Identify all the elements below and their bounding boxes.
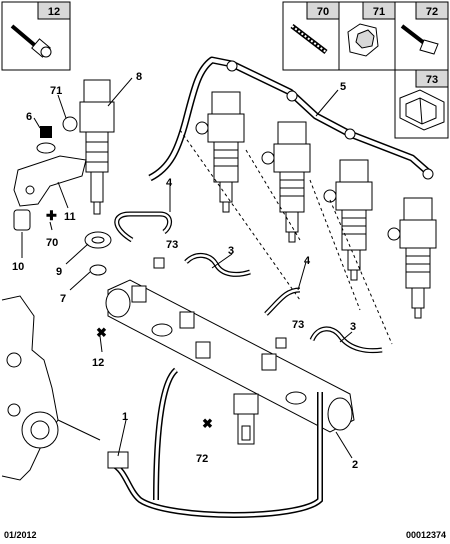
cross-symbol: ✖ (202, 416, 213, 431)
square-symbol (153, 257, 165, 269)
return-hose (148, 56, 434, 182)
callout-10: 10 (12, 261, 24, 273)
callout-72: 72 (196, 453, 208, 465)
injector-cylinder-1 (195, 91, 245, 213)
square-symbol (275, 337, 287, 349)
box-number-72: 72 (426, 6, 438, 18)
header-box-12: 12 (1, 1, 71, 71)
screw-icon (10, 24, 52, 58)
clamp-bracket (13, 155, 87, 207)
callout-3: 3 (228, 245, 234, 257)
callout-73: 73 (292, 319, 304, 331)
callout-8: 8 (136, 71, 142, 83)
washer-seal (89, 264, 107, 276)
injector-cylinder-4 (387, 197, 437, 319)
callout-7: 7 (60, 293, 66, 305)
spacer (13, 209, 31, 231)
footer-reference: 00012374 (405, 530, 446, 540)
header-box-73: 73 (394, 69, 449, 139)
injector-cylinder-3 (323, 159, 373, 281)
callout-2: 2 (352, 459, 358, 471)
box-number-71: 71 (373, 6, 385, 18)
callout-1: 1 (122, 411, 128, 423)
callout-9: 9 (56, 266, 62, 278)
high-pressure-pump (1, 295, 101, 481)
header-box-70: 70 (282, 1, 340, 71)
callout-4: 4 (166, 177, 173, 189)
callout-6: 6 (26, 111, 32, 123)
callout-3: 3 (350, 321, 356, 333)
bolt-icon (290, 24, 328, 54)
screw-icon (400, 24, 439, 55)
callout-4: 4 (304, 255, 311, 267)
callout-5: 5 (340, 81, 346, 93)
callout-12: 12 (92, 357, 104, 369)
header-box-72: 72 (394, 1, 449, 71)
nut-icon (347, 23, 379, 57)
callout-71: 71 (50, 85, 62, 97)
common-rail (105, 279, 355, 433)
square-symbol (40, 126, 52, 138)
callout-70: 70 (46, 237, 58, 249)
leader-lines (21, 77, 353, 459)
callout-73: 73 (166, 239, 178, 251)
box-number-73: 73 (426, 74, 438, 86)
callout-11: 11 (64, 211, 76, 223)
supply-pipe (107, 367, 323, 518)
clip-icon (399, 89, 445, 131)
injector-cylinder-2 (261, 121, 311, 243)
box-number-12: 12 (48, 6, 60, 18)
pressure-sensor (233, 393, 259, 445)
header-box-71: 71 (338, 1, 396, 71)
exploded-injector (62, 79, 115, 215)
reference-lines (179, 129, 393, 345)
footer-date: 01/2012 (4, 530, 37, 540)
washer (36, 142, 56, 154)
plus-symbol: ✚ (46, 208, 57, 223)
box-number-70: 70 (317, 6, 329, 18)
cross-symbol: ✖ (96, 325, 107, 340)
